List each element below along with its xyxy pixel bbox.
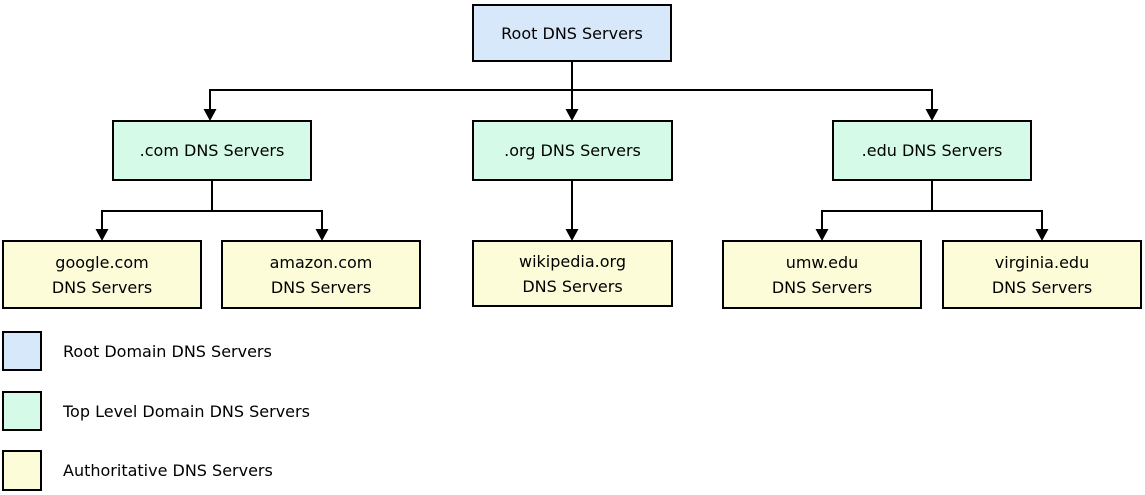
node-google-dns-servers: google.com DNS Servers [2, 240, 202, 309]
node-org-dns-servers: .org DNS Servers [472, 120, 673, 181]
node-label-line2: DNS Servers [270, 277, 372, 297]
arrowhead-google-icon [95, 229, 109, 241]
node-label-line2: DNS Servers [51, 277, 153, 297]
legend-swatch-top-level-domain [2, 391, 42, 431]
node-label-line2: DNS Servers [522, 276, 623, 296]
legend-item-top-level-domain: Top Level Domain DNS Servers [2, 391, 310, 431]
node-label-line1: virginia.edu [994, 252, 1090, 272]
node-edu-dns-servers: .edu DNS Servers [832, 120, 1032, 181]
node-label: .com DNS Servers [139, 141, 285, 160]
legend-label: Root Domain DNS Servers [63, 341, 272, 361]
edu-to-children-connectors [821, 181, 1043, 232]
node-root-dns-servers: Root DNS Servers [472, 4, 672, 62]
node-label: Root DNS Servers [501, 23, 643, 43]
node-com-dns-servers: .com DNS Servers [112, 120, 312, 181]
node-label-line1: wikipedia.org [519, 251, 626, 271]
authoritative-arrowheads [95, 229, 1049, 241]
node-amazon-dns-servers: amazon.com DNS Servers [221, 240, 421, 309]
arrowhead-amazon-icon [315, 229, 329, 241]
root-to-tld-connectors [209, 62, 933, 112]
node-label: .edu DNS Servers [861, 141, 1003, 160]
legend-label: Top Level Domain DNS Servers [63, 401, 310, 421]
arrowhead-com-icon [203, 109, 217, 121]
node-label-line1: umw.edu [785, 252, 859, 272]
node-virginia-dns-servers: virginia.edu DNS Servers [942, 240, 1142, 309]
node-label-line1: google.com [55, 252, 149, 272]
arrowhead-edu-icon [925, 109, 939, 121]
legend-swatch-root-domain [2, 331, 42, 371]
arrowhead-umw-icon [815, 229, 829, 241]
tld-arrowheads [203, 109, 939, 121]
com-to-children-connectors [101, 181, 323, 232]
legend-label: Authoritative DNS Servers [63, 461, 273, 480]
legend-item-root-domain: Root Domain DNS Servers [2, 331, 272, 371]
node-wikipedia-dns-servers: wikipedia.org DNS Servers [472, 240, 673, 307]
node-umw-dns-servers: umw.edu DNS Servers [722, 240, 922, 309]
arrowhead-wikipedia-icon [565, 229, 579, 241]
node-label-line2: DNS Servers [771, 277, 873, 297]
arrowhead-virginia-icon [1035, 229, 1049, 241]
node-label: .org DNS Servers [504, 141, 641, 160]
legend-item-authoritative: Authoritative DNS Servers [2, 450, 273, 491]
legend-swatch-authoritative [2, 450, 42, 491]
node-label-line2: DNS Servers [991, 277, 1093, 297]
node-label-line1: amazon.com [269, 252, 373, 272]
arrowhead-org-icon [565, 109, 579, 121]
